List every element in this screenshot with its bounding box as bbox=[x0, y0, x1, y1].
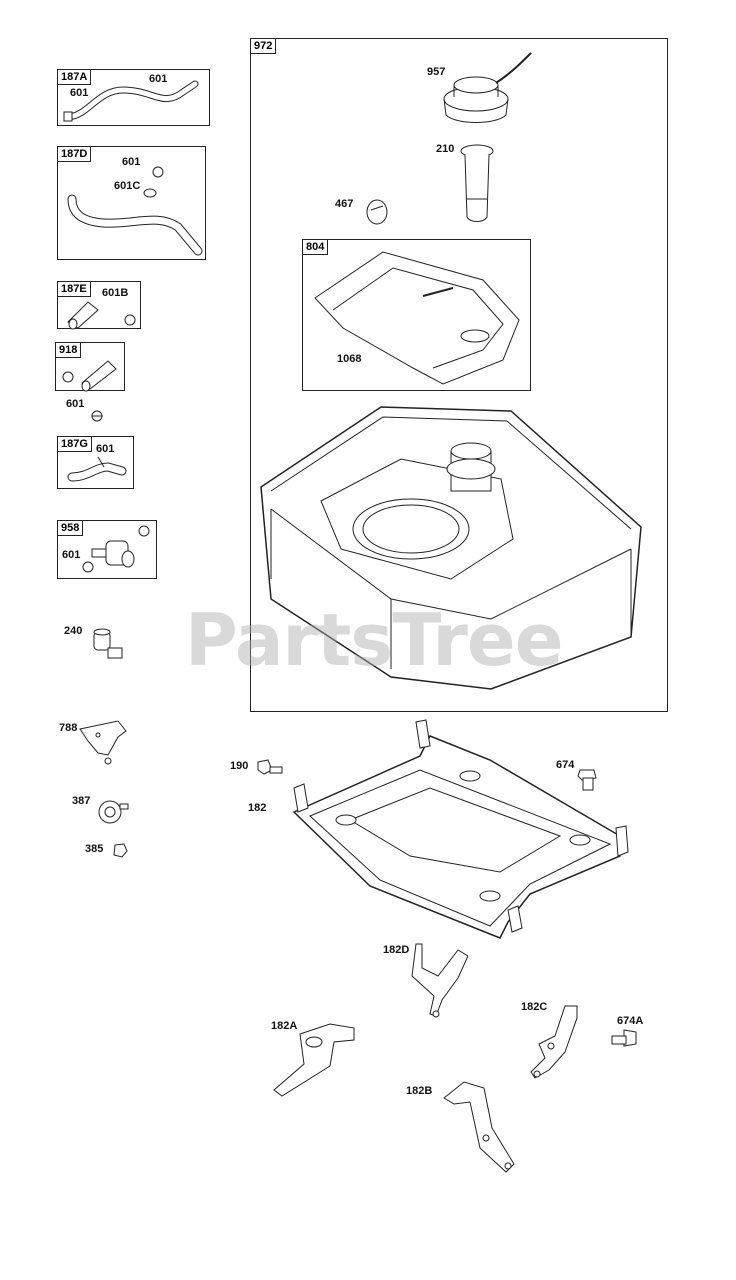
hose-187A-icon bbox=[58, 70, 211, 127]
label-182: 182 bbox=[248, 802, 267, 814]
kit-187E-box: 187E 601B bbox=[57, 281, 141, 329]
label-601-a: 601 bbox=[149, 73, 168, 85]
kit-187G-tag: 187G bbox=[58, 437, 92, 453]
label-1068: 1068 bbox=[337, 353, 362, 365]
label-788: 788 bbox=[59, 722, 78, 734]
bracket-182B-icon bbox=[440, 1078, 520, 1178]
bolt-674-icon bbox=[576, 768, 600, 794]
pump-387-icon bbox=[92, 792, 132, 832]
label-182A: 182A bbox=[271, 1020, 298, 1032]
valve-958-icon bbox=[58, 521, 158, 580]
label-601-g: 601 bbox=[96, 443, 115, 455]
valve-240-icon bbox=[88, 626, 128, 666]
label-385: 385 bbox=[85, 843, 104, 855]
kit-918-box: 918 bbox=[55, 342, 125, 391]
label-601-b: 601 bbox=[70, 87, 89, 99]
label-210: 210 bbox=[436, 143, 455, 155]
elbow-187G-icon bbox=[58, 437, 135, 490]
label-240: 240 bbox=[64, 625, 83, 637]
clamp-601-icon bbox=[88, 407, 108, 425]
label-182C: 182C bbox=[521, 1001, 548, 1013]
kit-972-box: 972 957 210 467 804 1068 bbox=[250, 38, 668, 712]
vent-cap-467-icon bbox=[363, 196, 393, 226]
label-467: 467 bbox=[335, 198, 354, 210]
frame-182-icon bbox=[290, 716, 630, 946]
label-601-c: 601 bbox=[122, 156, 141, 168]
label-182D: 182D bbox=[383, 944, 410, 956]
label-957: 957 bbox=[427, 66, 446, 78]
label-182B: 182B bbox=[406, 1085, 433, 1097]
label-601-loose: 601 bbox=[66, 398, 85, 410]
kit-187A-tag: 187A bbox=[58, 70, 92, 86]
label-190: 190 bbox=[230, 760, 249, 772]
sleeve-918-icon bbox=[56, 343, 126, 392]
kit-958-box: 958 601 bbox=[57, 520, 157, 579]
hose-187D-icon bbox=[58, 147, 207, 261]
kit-187A-box: 187A 601 601 bbox=[57, 69, 210, 126]
label-387: 387 bbox=[72, 795, 91, 807]
bracket-182A-icon bbox=[270, 1020, 360, 1100]
label-674A: 674A bbox=[617, 1015, 644, 1027]
bolt-674A-icon bbox=[610, 1028, 640, 1056]
strainer-210-icon bbox=[455, 143, 505, 228]
bracket-788-icon bbox=[78, 715, 138, 765]
kit-958-tag: 958 bbox=[58, 521, 84, 537]
kit-804-box: 804 1068 bbox=[302, 239, 531, 391]
kit-972-tag: 972 bbox=[251, 39, 277, 55]
nut-385-icon bbox=[110, 840, 130, 860]
kit-918-tag: 918 bbox=[56, 343, 82, 359]
kit-187D-tag: 187D bbox=[58, 147, 92, 163]
bracket-182C-icon bbox=[525, 1002, 585, 1082]
label-601B: 601B bbox=[102, 287, 129, 299]
label-601-958: 601 bbox=[62, 549, 81, 561]
bolt-190-icon bbox=[256, 758, 286, 782]
kit-187E-tag: 187E bbox=[58, 282, 91, 298]
kit-187G-box: 187G 601 bbox=[57, 436, 134, 489]
fuel-cap-957-icon bbox=[436, 43, 546, 133]
cover-804-icon bbox=[303, 240, 532, 392]
label-601C: 601C bbox=[114, 180, 141, 192]
kit-804-tag: 804 bbox=[303, 240, 329, 256]
bracket-182D-icon bbox=[408, 940, 468, 1020]
kit-187D-box: 187D 601 601C bbox=[57, 146, 206, 260]
fuel-tank-icon bbox=[251, 39, 669, 713]
label-674: 674 bbox=[556, 759, 575, 771]
sleeve-187E-icon bbox=[58, 282, 142, 330]
